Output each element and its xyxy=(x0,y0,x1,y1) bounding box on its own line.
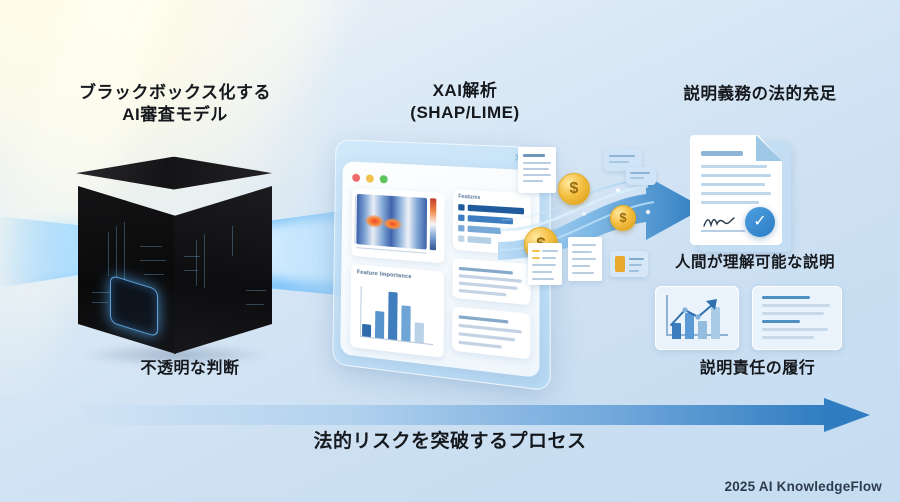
xai-title-line2: (SHAP/LIME) xyxy=(410,103,520,123)
report-text-card[interactable] xyxy=(752,286,842,350)
accountability-label: 説明責任の履行 xyxy=(699,360,816,377)
xai-title: XAI解析 (SHAP/LIME) xyxy=(370,80,560,125)
close-dot-icon[interactable] xyxy=(352,173,361,183)
bar-5 xyxy=(414,322,424,344)
cube-icon xyxy=(76,156,272,354)
bar-3 xyxy=(388,291,398,341)
blackbox-title-line2: AI審査モデル xyxy=(122,105,228,125)
legal-fulfillment-label: 説明義務の法的充足 xyxy=(683,85,837,103)
document-icon-2 xyxy=(528,243,562,285)
opaque-decision-label: 不透明な判断 xyxy=(140,360,240,377)
certificate-heading-bar xyxy=(701,151,743,156)
feature-importance-card[interactable]: Feature Importance xyxy=(350,263,445,359)
process-arrow-body xyxy=(82,405,830,425)
blackbox-title-line1: ブラックボックス化する xyxy=(79,83,271,102)
value-flow-group: $ $ $ xyxy=(500,145,740,290)
coin-icon-1: $ xyxy=(558,173,590,205)
coin-icon-2: $ xyxy=(610,205,636,231)
feature-importance-bars xyxy=(362,287,424,344)
process-arrow xyxy=(82,398,872,432)
cube-face-left xyxy=(78,186,176,354)
minimize-dot-icon[interactable] xyxy=(365,174,374,183)
black-box-cube-group xyxy=(0,148,443,366)
maximize-dot-icon[interactable] xyxy=(379,175,388,184)
upward-trend-arrow-icon xyxy=(670,299,717,326)
shap-heatmap-card[interactable] xyxy=(351,187,445,264)
document-icon-1 xyxy=(518,147,556,193)
feature-bar-3 xyxy=(467,225,501,235)
trend-chart-card[interactable] xyxy=(655,286,739,350)
human-understandable-label: 人間が理解可能な説明 xyxy=(674,254,835,271)
signed-certificate-icon: ✓ xyxy=(690,135,798,255)
heatmap-plot xyxy=(356,193,428,250)
mini-bar-1 xyxy=(672,323,681,339)
features-panel-title: Features xyxy=(458,193,481,202)
chat-bubble-icon-1 xyxy=(604,149,642,171)
feature-bar-4 xyxy=(467,236,492,245)
mini-bar-4 xyxy=(711,307,720,339)
process-arrow-label: 法的リスクを突破するプロセス xyxy=(313,431,587,452)
cube-shadow xyxy=(80,344,270,366)
cube-face-right xyxy=(174,186,272,354)
signature-rule xyxy=(701,230,745,232)
bar-1 xyxy=(362,323,372,338)
document-icon-3 xyxy=(568,237,602,281)
heatmap-colorbar xyxy=(429,198,437,251)
bar-4 xyxy=(401,305,411,342)
verified-check-icon: ✓ xyxy=(745,207,775,237)
mini-bar-2 xyxy=(685,313,694,339)
cpu-chip-left-icon xyxy=(110,274,158,338)
process-arrow-head xyxy=(824,398,870,432)
signature-icon xyxy=(703,217,735,228)
credit-text: 2025 AI KnowledgeFlow xyxy=(724,479,882,494)
blackbox-title: ブラックボックス化する AI審査モデル xyxy=(55,82,295,127)
id-card-icon xyxy=(610,251,648,277)
mini-bar-3 xyxy=(698,321,707,339)
xai-title-line1: XAI解析 xyxy=(432,81,498,100)
explanation-text-card-2[interactable] xyxy=(452,306,531,360)
chat-bubble-icon-2 xyxy=(626,167,656,185)
bar-2 xyxy=(374,310,385,339)
feature-importance-title: Feature Importance xyxy=(356,269,412,281)
